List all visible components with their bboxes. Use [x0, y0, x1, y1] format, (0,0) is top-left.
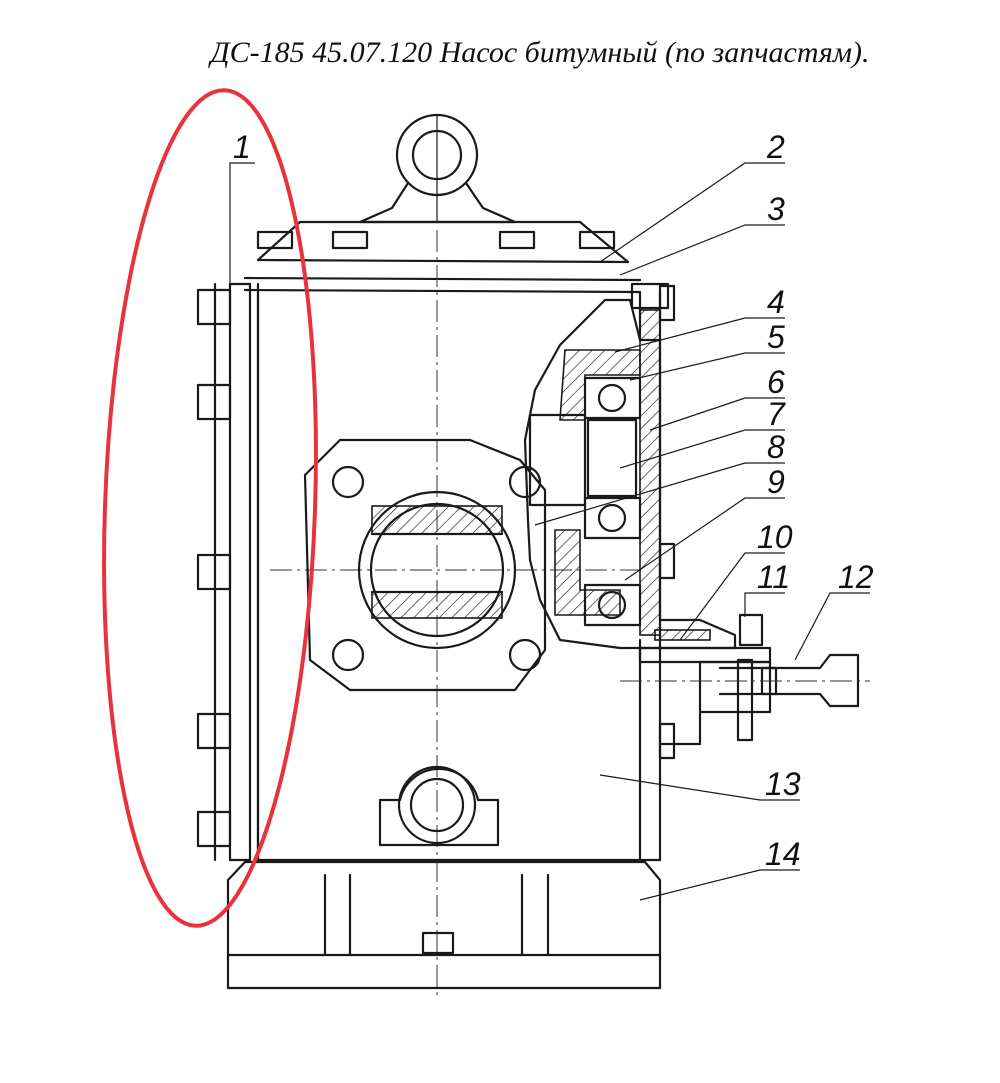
lifting-eye	[358, 113, 517, 224]
inlet-flange	[303, 438, 547, 692]
label-2: 2	[766, 129, 785, 165]
label-3: 3	[767, 191, 785, 227]
leader-lines	[229, 162, 870, 901]
drawing-title: ДС-185 45.07.120 Насос битумный (по запч…	[210, 36, 870, 69]
label-7: 7	[767, 396, 786, 432]
label-6: 6	[767, 364, 785, 400]
drive-shaft	[620, 613, 870, 746]
label-9: 9	[767, 464, 785, 500]
label-12: 12	[838, 559, 874, 595]
side-cover	[196, 282, 260, 862]
label-5: 5	[767, 319, 785, 355]
base-frame	[226, 860, 662, 990]
label-14: 14	[765, 836, 801, 872]
label-10: 10	[757, 519, 793, 555]
label-1: 1	[233, 129, 251, 165]
top-cover	[243, 220, 642, 294]
part-numbers: 1 2 3 4 5 6 7 8 9 10 11 12 13 14	[233, 129, 874, 872]
bearing-housing-section	[523, 282, 737, 760]
label-8: 8	[767, 429, 785, 465]
label-4: 4	[767, 284, 785, 320]
highlight-ellipse	[102, 88, 318, 928]
label-13: 13	[765, 766, 801, 802]
label-11: 11	[757, 559, 790, 595]
